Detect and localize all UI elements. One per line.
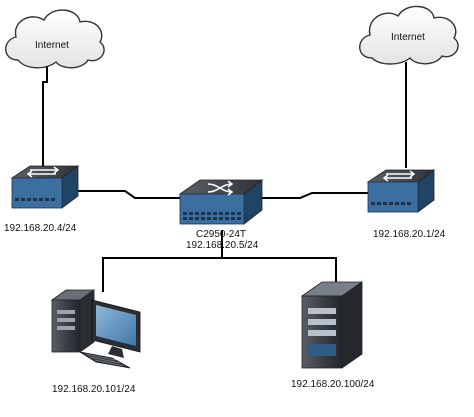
server-bay [308,319,336,325]
cloud-right: Internet [359,5,459,65]
switch-ip-label: 192.168.20.5/24 [186,240,259,251]
switch-c2950 [178,179,264,225]
link-switch-to-server [222,257,337,284]
link-left-cloud-to-router [42,56,48,176]
router-left-ports [15,198,55,201]
router-arrows-icon [26,166,60,178]
workstation-tower-side [79,289,95,353]
cloud-right-icon [359,5,459,65]
router-right-ports [371,202,411,205]
router-arrows-icon [382,170,416,182]
link-switch-to-right-router [258,192,372,199]
cloud-left-label: Internet [35,40,69,51]
server [300,281,364,369]
router-right [366,169,436,213]
server-panel [308,344,336,356]
links [42,56,407,292]
server-ip-label: 192.168.20.100/24 [291,379,375,390]
left-router-ip-label: 192.168.20.4/24 [4,223,77,234]
switch-arrows-icon [207,180,234,196]
server-side [341,281,363,369]
monitor-screen [96,305,136,346]
router-left [10,165,80,209]
server-bay [308,308,336,314]
drive-bay [57,310,75,314]
link-switch-to-workstation [102,230,223,292]
link-left-router-to-switch [78,190,184,199]
keyboard-keys [85,353,125,367]
switch-ports [183,212,241,220]
workstation-ip-label: 192.168.20.101/24 [52,384,136,395]
drive-bay [57,318,75,322]
cloud-right-label: Internet [391,32,425,43]
server-bay [308,330,336,336]
router-right-front [367,181,419,213]
cloud-left: Internet [5,9,105,69]
drive-bay [57,326,75,330]
workstation [50,289,141,369]
right-router-ip-label: 192.168.20.1/24 [373,229,446,240]
switch-model-label: C2950-24T [196,229,247,240]
cloud-left-icon [5,9,105,69]
monitor-stand [108,346,124,358]
router-left-front [11,177,63,209]
